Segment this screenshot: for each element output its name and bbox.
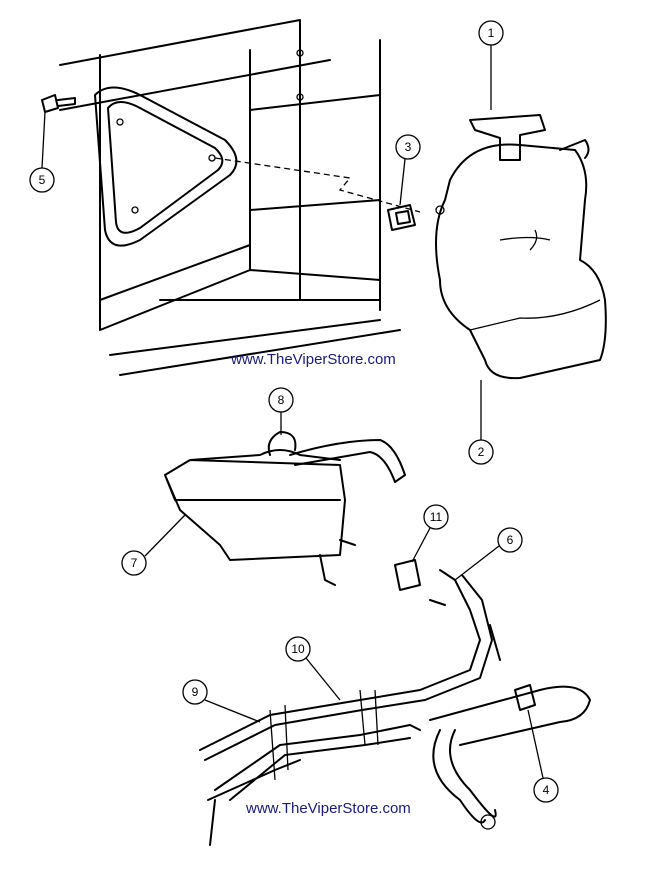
callout-circle: [182, 679, 208, 705]
callout-number: 4: [543, 783, 550, 797]
heater-hoses: [199, 559, 591, 846]
callout-circle: [468, 439, 494, 465]
callout-circle: [285, 636, 311, 662]
callout-number: 11: [430, 510, 443, 524]
leader-line: [399, 158, 406, 206]
callout-1: 1: [478, 20, 504, 110]
watermark-bottom: www.TheViperStore.com: [246, 800, 411, 817]
coolant-reservoir-upper: [435, 114, 607, 380]
leader-line: [305, 657, 341, 701]
callout-circle: [423, 504, 449, 530]
callout-number: 2: [478, 445, 485, 459]
clip: [387, 204, 416, 231]
callout-circle: [395, 134, 421, 160]
callout-2: 2: [468, 380, 494, 465]
callout-circle: [478, 20, 504, 46]
leader-line: [144, 514, 186, 557]
leader-line: [454, 545, 500, 581]
callout-number: 6: [507, 533, 514, 547]
callout-circle: [268, 387, 294, 413]
callout-number: 10: [291, 642, 305, 656]
callout-number: 9: [192, 685, 199, 699]
leader-line: [41, 111, 46, 169]
leader-line: [527, 709, 544, 779]
watermark-top: www.TheViperStore.com: [231, 351, 396, 368]
callout-10: 10: [285, 636, 341, 701]
callout-9: 9: [182, 679, 261, 723]
callout-7: 7: [121, 514, 186, 576]
callout-circle: [533, 777, 559, 803]
callout-number: 8: [278, 393, 285, 407]
callout-number: 7: [131, 556, 138, 570]
bolt: [41, 94, 76, 113]
callout-circle: [121, 550, 147, 576]
callouts: 1 2 3 4 5 6 7 8 9 10 11: [29, 20, 559, 803]
callout-11: 11: [411, 504, 449, 563]
callout-number: 3: [405, 140, 412, 154]
coolant-reservoir-lower: [164, 431, 346, 561]
overflow-hose-stub: [289, 439, 406, 483]
callout-circle: [29, 167, 55, 193]
callout-number: 5: [39, 173, 46, 187]
leader-line: [411, 527, 431, 563]
callout-4: 4: [527, 709, 559, 803]
callout-5: 5: [29, 111, 55, 193]
callout-number: 1: [488, 26, 495, 40]
gasket-holes: [116, 118, 216, 214]
callout-6: 6: [454, 527, 523, 581]
callout-circle: [497, 527, 523, 553]
triangular-gasket: [94, 86, 238, 247]
body-panel: [59, 19, 401, 376]
leader-line: [204, 699, 261, 723]
callout-3: 3: [395, 134, 421, 206]
callout-8: 8: [268, 387, 294, 435]
